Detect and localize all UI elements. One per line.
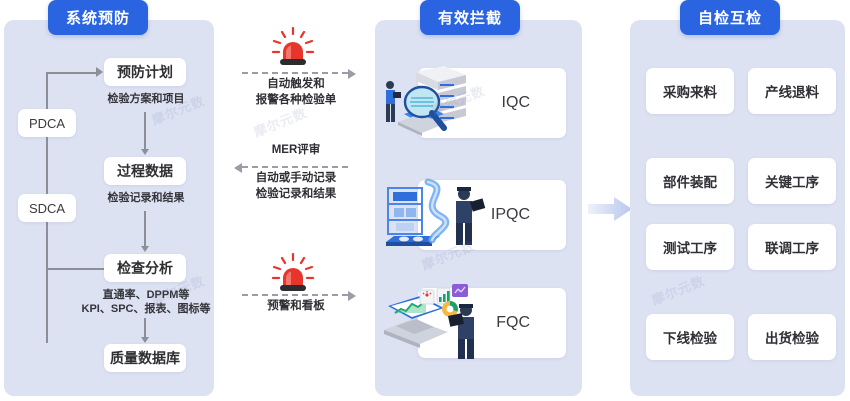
iqc-illustration-icon	[382, 62, 490, 144]
connector-note-line-2: 检验记录和结果	[255, 188, 337, 200]
arrow-prevention-to-intercept-1	[242, 69, 356, 79]
panel-title-effective-interception: 有效拦截	[420, 0, 521, 35]
flow-node-prevention-plan[interactable]: 预防计划	[104, 58, 186, 86]
flow-node-quality-database[interactable]: 质量数据库	[104, 344, 186, 372]
selfcheck-item-label: 测试工序	[663, 241, 717, 256]
cycle-node-label: SDCA	[28, 200, 66, 216]
flow-note-process-data: 检验记录和结果	[107, 192, 185, 204]
selfcheck-item-offline-inspection[interactable]: 下线检验	[646, 314, 734, 360]
selfcheck-item-label: 下线检验	[663, 331, 717, 346]
panel-title-system-prevention: 系统预防	[48, 0, 149, 35]
flow-node-process-data[interactable]: 过程数据	[104, 157, 186, 185]
feedback-loop-bottom-line	[46, 268, 104, 270]
cycle-node-pdca[interactable]: PDCA	[18, 109, 76, 137]
selfcheck-item-label: 部件装配	[663, 175, 717, 190]
selfcheck-item-label: 联调工序	[765, 241, 819, 256]
flow-node-label: 质量数据库	[110, 350, 180, 366]
connector-note-line-1: 自动或手动记录	[255, 172, 337, 184]
selfcheck-item-joint-debug-process[interactable]: 联调工序	[748, 224, 836, 270]
qc-card-label: IQC	[501, 94, 530, 111]
arrowhead-right-icon	[348, 69, 356, 79]
arrow-analyze-to-database-icon	[141, 318, 149, 343]
feedback-loop-top-line	[46, 72, 98, 74]
alarm-siren-icon	[270, 26, 316, 67]
flow-note-line-2: KPI、SPC、报表、图标等	[81, 303, 211, 315]
cycle-node-sdca[interactable]: SDCA	[18, 194, 76, 222]
arrowhead-right-icon	[348, 291, 356, 301]
flow-note-check-analysis: 直通率、DPPM等 KPI、SPC、报表、图标等	[78, 288, 214, 316]
connector-note-manual-record: 自动或手动记录 检验记录和结果	[232, 170, 360, 202]
flow-note-prevention-plan: 检验方案和项目	[107, 93, 185, 105]
selfcheck-item-purchase-incoming[interactable]: 采购来料	[646, 68, 734, 114]
selfcheck-item-test-process[interactable]: 测试工序	[646, 224, 734, 270]
arrow-plan-to-process-icon	[141, 112, 149, 155]
connector-note-alert-board: 预警和看板	[267, 300, 325, 312]
qc-card-label: IPQC	[490, 206, 530, 223]
selfcheck-item-label: 关键工序	[765, 175, 819, 190]
arrow-intercept-to-prevention	[234, 163, 348, 173]
arrow-process-to-analyze-icon	[141, 211, 149, 252]
cycle-node-label: PDCA	[28, 115, 66, 131]
connector-note-auto-trigger: 自动触发和 报警各种检验单	[232, 76, 360, 108]
selfcheck-item-label: 产线退料	[765, 85, 819, 100]
flow-node-label: 过程数据	[117, 163, 173, 179]
qc-card-label: FQC	[496, 314, 530, 331]
feedback-loop-arrowhead-icon	[96, 67, 103, 77]
flow-node-check-analysis[interactable]: 检查分析	[104, 254, 186, 282]
connector-label-mer-review: MER评审	[271, 144, 321, 156]
arrow-prevention-to-intercept-2	[242, 291, 356, 301]
arrow-intercept-to-selfcheck-icon	[588, 196, 632, 222]
arrowhead-left-icon	[234, 163, 242, 173]
selfcheck-item-shipment-inspection[interactable]: 出货检验	[748, 314, 836, 360]
selfcheck-item-key-process[interactable]: 关键工序	[748, 158, 836, 204]
selfcheck-item-label: 采购来料	[663, 85, 717, 100]
alarm-siren-icon	[270, 252, 316, 293]
selfcheck-item-component-assembly[interactable]: 部件装配	[646, 158, 734, 204]
flow-note-line-1: 直通率、DPPM等	[102, 289, 190, 301]
selfcheck-item-line-return[interactable]: 产线退料	[748, 68, 836, 114]
selfcheck-item-label: 出货检验	[765, 331, 819, 346]
fqc-illustration-icon	[382, 282, 490, 364]
connector-note-line-2: 报警各种检验单	[255, 94, 337, 106]
panel-title-self-and-mutual-inspection: 自检互检	[680, 0, 781, 35]
flow-node-label: 预防计划	[117, 64, 173, 80]
ipqc-illustration-icon	[382, 174, 490, 256]
connector-note-line-1: 自动触发和	[267, 78, 325, 90]
flow-node-label: 检查分析	[117, 260, 173, 276]
